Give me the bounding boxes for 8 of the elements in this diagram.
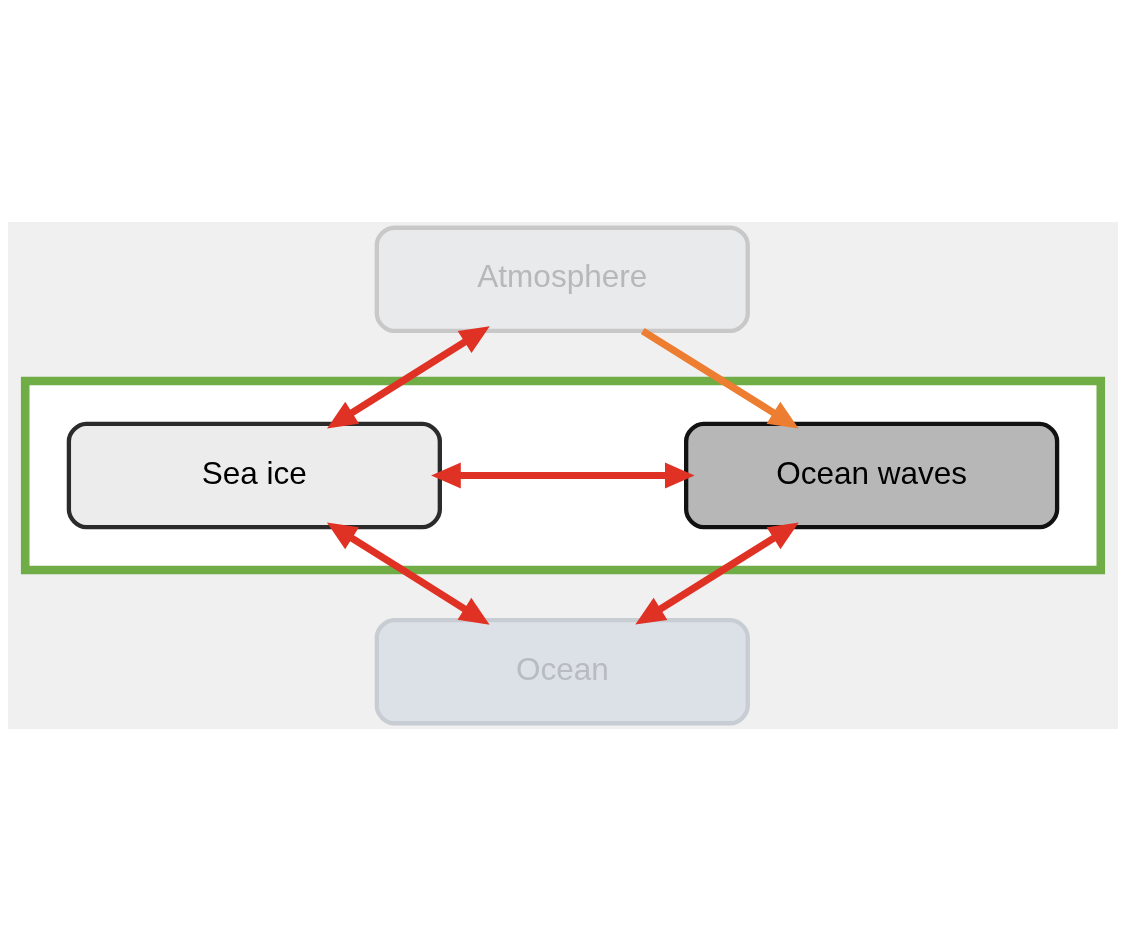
arrow bbox=[326, 522, 490, 625]
arrow bbox=[635, 522, 799, 625]
arrow bbox=[327, 325, 490, 428]
cluster bbox=[20, 376, 1106, 574]
arrow bbox=[640, 327, 799, 428]
node-box: Ocean waves bbox=[684, 421, 1060, 529]
node-box: Sea ice bbox=[66, 421, 442, 529]
arrow bbox=[431, 462, 695, 488]
